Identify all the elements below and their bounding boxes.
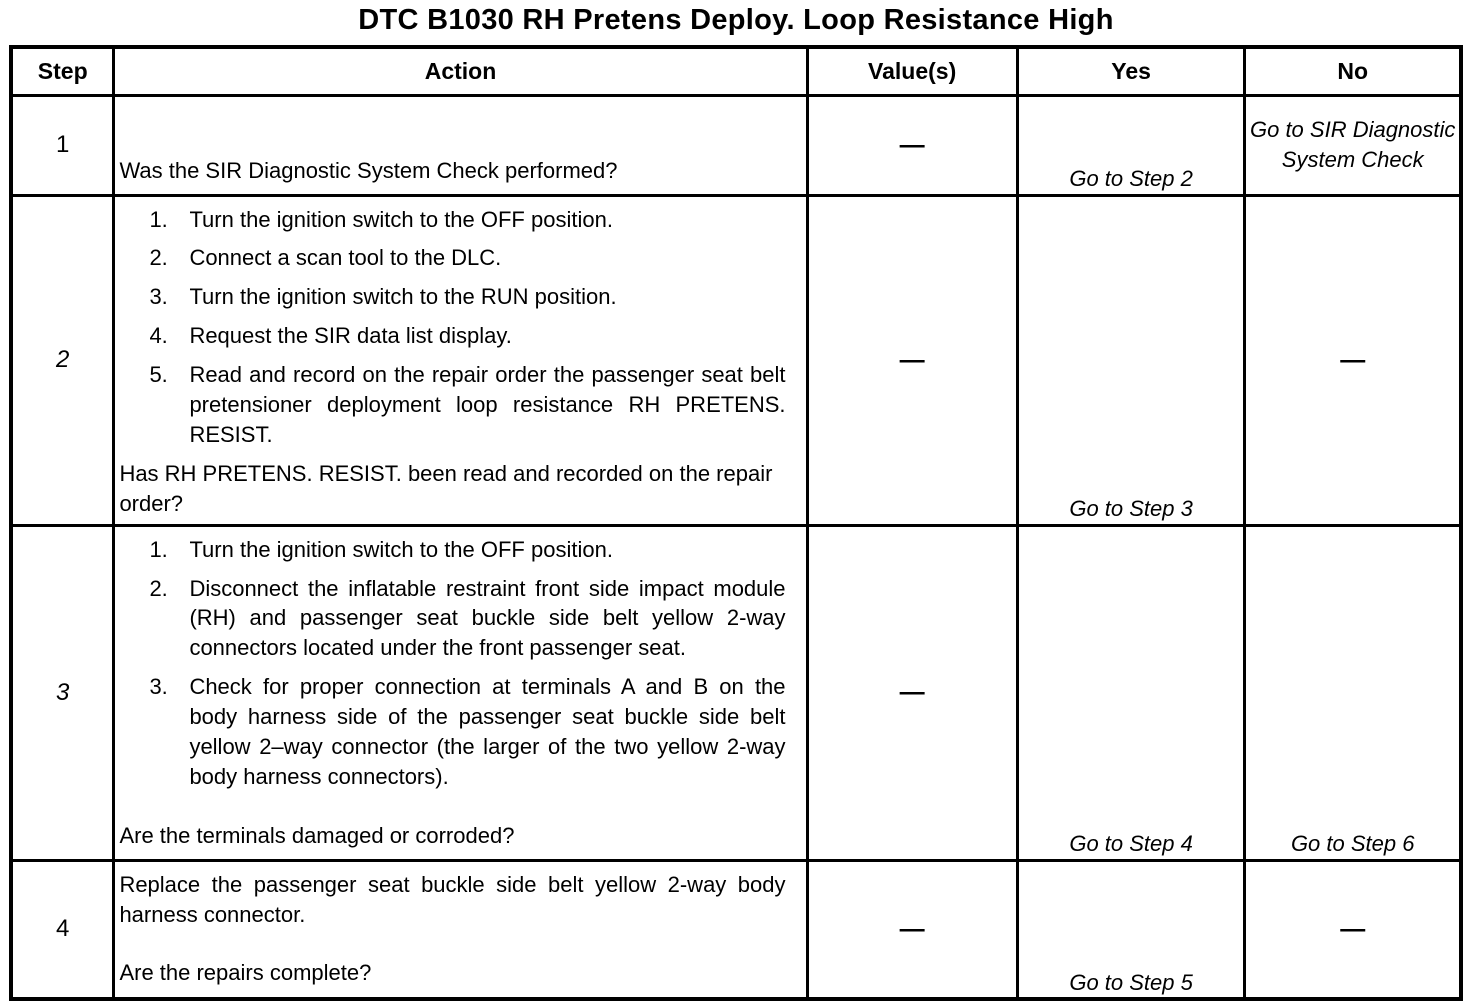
yes-cell: Go to Step 3 [1015, 193, 1247, 527]
step-number: 3 [9, 523, 116, 862]
action-list-item: 4. Request the SIR data list display. [149, 321, 799, 351]
action-question: Has RH PRETENS. RESIST. been read and re… [119, 460, 773, 516]
value-cell: — [805, 93, 1019, 197]
action-list-item: 1. Turn the ignition switch to the OFF p… [149, 205, 799, 235]
action-question: Was the SIR Diagnostic System Check perf… [119, 157, 618, 183]
list-item-number: 1. [149, 536, 168, 562]
yes-cell: Go to Step 5 [1015, 858, 1247, 1001]
no-cell: Go to Step 6 [1243, 523, 1463, 862]
page-title: DTC B1030 RH Pretens Deploy. Loop Resist… [358, 4, 1114, 36]
list-item-number: 5. [149, 362, 168, 388]
table-row-step-4: 4 Replace the passenger seat buckle side… [9, 858, 1463, 1001]
col-header-action: Action [112, 45, 809, 97]
step-number: 4 [9, 858, 116, 1001]
list-item-number: 3. [149, 284, 168, 310]
col-header-values: Value(s) [805, 45, 1019, 97]
action-list-item: 5. Read and record on the repair order t… [149, 360, 799, 450]
list-item-number: 2. [149, 245, 168, 271]
action-lead-text: Replace the passenger seat buckle side b… [119, 871, 786, 927]
action-list-item: 2. Disconnect the inflatable restraint f… [149, 574, 799, 664]
list-item-text: Read and record on the repair order the … [189, 362, 786, 447]
list-item-number: 4. [149, 323, 168, 349]
table-header-row: Step Action Value(s) Yes No [9, 45, 1463, 97]
col-header-step: Step [9, 45, 116, 97]
table-row-step-2: 2 1. Turn the ignition switch to the OFF… [9, 193, 1463, 527]
yes-cell: Go to Step 2 [1015, 93, 1247, 197]
action-cell: 1. Turn the ignition switch to the OFF p… [112, 523, 809, 862]
list-item-text: Connect a scan tool to the DLC. [189, 245, 502, 271]
list-item-text: Disconnect the inflatable restraint fron… [189, 575, 786, 661]
yes-cell: Go to Step 4 [1015, 523, 1247, 862]
list-item-text: Check for proper connection at terminals… [189, 674, 786, 789]
action-list-item: 1. Turn the ignition switch to the OFF p… [149, 535, 799, 565]
list-item-text: Turn the ignition switch to the OFF posi… [189, 206, 613, 232]
no-cell: — [1243, 193, 1463, 527]
action-list-item: 3. Turn the ignition switch to the RUN p… [149, 282, 799, 312]
table-row-step-3: 3 1. Turn the ignition switch to the OFF… [9, 523, 1463, 862]
list-item-number: 1. [149, 206, 168, 232]
col-header-yes: Yes [1015, 45, 1247, 97]
col-header-no: No [1243, 45, 1463, 97]
table-row-step-1: 1 Was the SIR Diagnostic System Check pe… [9, 93, 1463, 197]
action-question: Are the repairs complete? [119, 959, 372, 985]
list-item-text: Turn the ignition switch to the OFF posi… [189, 536, 613, 562]
list-item-number: 2. [149, 575, 168, 601]
value-cell: — [805, 858, 1019, 1001]
value-cell: — [805, 193, 1019, 527]
action-list-item: 3. Check for proper connection at termin… [149, 672, 799, 792]
list-item-text: Turn the ignition switch to the RUN posi… [189, 284, 617, 310]
value-cell: — [805, 523, 1019, 862]
list-item-text: Request the SIR data list display. [189, 323, 512, 349]
action-cell: 1. Turn the ignition switch to the OFF p… [112, 193, 809, 527]
list-item-number: 3. [149, 674, 168, 700]
step-number: 2 [9, 193, 116, 527]
action-cell: Replace the passenger seat buckle side b… [112, 858, 809, 1001]
no-cell: Go to SIR Diagnostic System Check [1243, 93, 1463, 197]
action-cell: Was the SIR Diagnostic System Check perf… [112, 93, 809, 197]
step-number: 1 [9, 93, 116, 197]
dtc-diagnostic-table: Step Action Value(s) Yes No 1 Was the SI… [9, 45, 1463, 1001]
no-cell: — [1243, 858, 1463, 1001]
action-list-item: 2. Connect a scan tool to the DLC. [149, 243, 799, 273]
action-question: Are the terminals damaged or corroded? [119, 822, 515, 848]
